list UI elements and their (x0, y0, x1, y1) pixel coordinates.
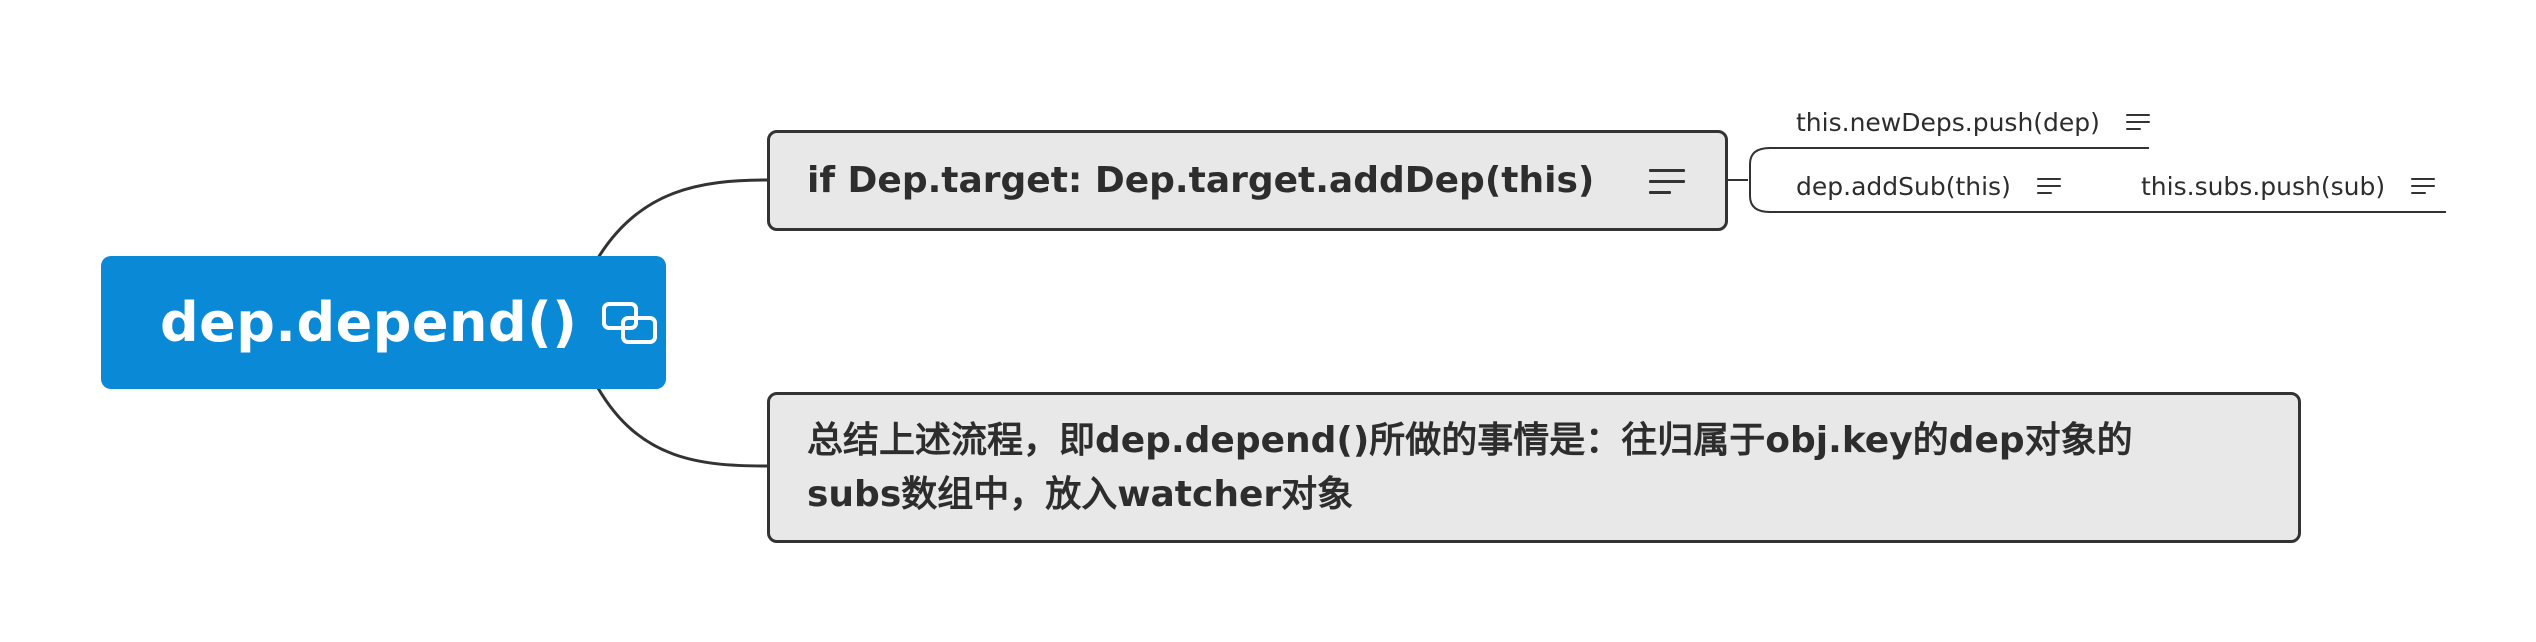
leaf-subs-push-label: this.subs.push(sub) (2141, 171, 2386, 201)
topic-summary-label: 总结上述流程，即dep.depend()所做的事情是：往归属于obj.key的d… (807, 419, 2133, 515)
notes-icon[interactable] (2125, 113, 2150, 131)
topic-summary[interactable]: 总结上述流程，即dep.depend()所做的事情是：往归属于obj.key的d… (767, 392, 2301, 543)
root-node[interactable]: dep.depend() (101, 256, 666, 389)
connector-bracket (1749, 147, 1771, 213)
notes-icon[interactable] (2411, 177, 2436, 195)
leaf-add-sub-label: dep.addSub(this) (1796, 171, 2011, 201)
connector-root-topic-2 (596, 387, 768, 468)
leaf-add-sub[interactable]: dep.addSub(this) (1796, 166, 2061, 206)
topic-add-dep[interactable]: if Dep.target: Dep.target.addDep(this) (767, 130, 1728, 231)
notes-icon[interactable] (1649, 167, 1685, 195)
notes-icon[interactable] (2036, 177, 2061, 195)
leaf-subs-push[interactable]: this.subs.push(sub) (2141, 166, 2436, 206)
link-icon[interactable] (601, 301, 659, 345)
leaf-new-deps-push-label: this.newDeps.push(dep) (1796, 107, 2100, 137)
root-label: dep.depend() (160, 291, 578, 354)
topic-add-dep-label: if Dep.target: Dep.target.addDep(this) (807, 160, 1595, 201)
leaf-new-deps-push[interactable]: this.newDeps.push(dep) (1796, 102, 2150, 142)
connector-root-topic-1 (596, 178, 768, 259)
